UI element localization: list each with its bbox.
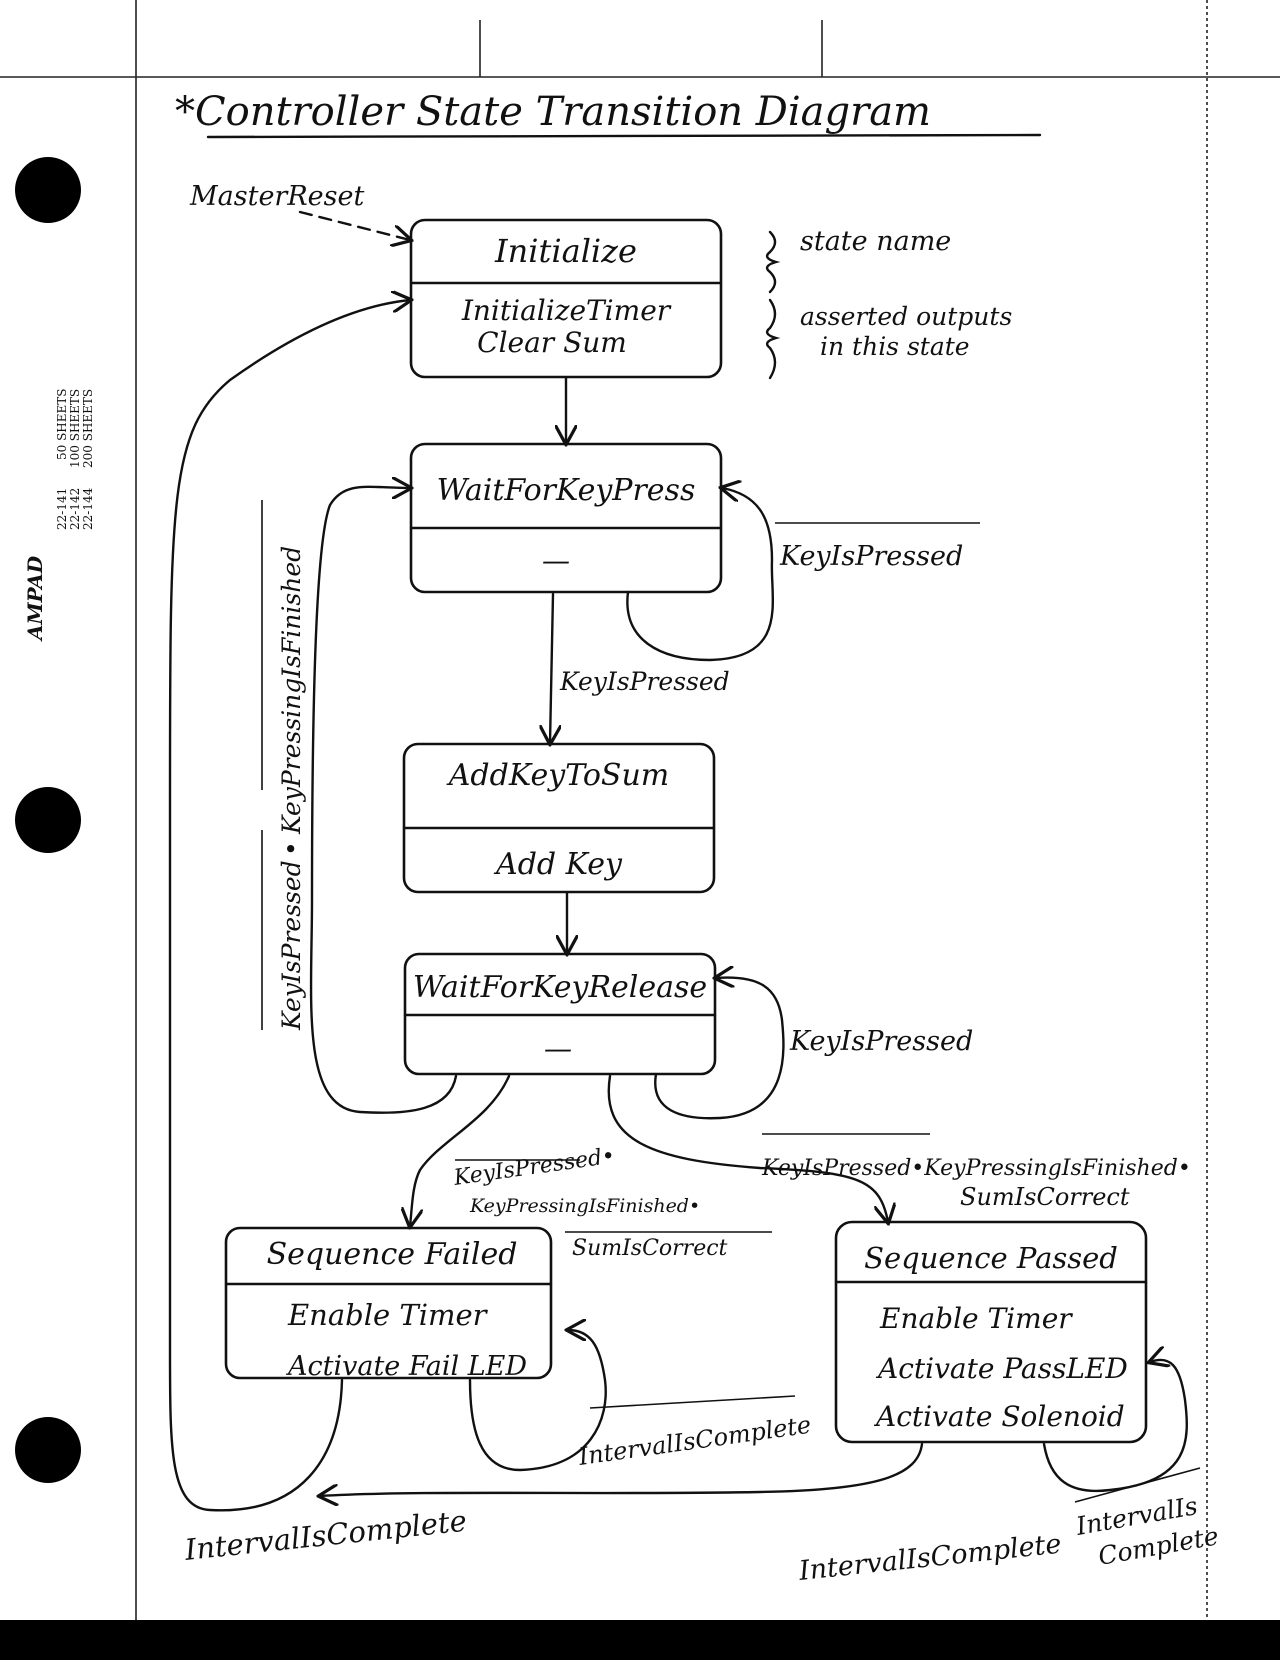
transition-passed-self	[1042, 1360, 1188, 1493]
state-output: Clear Sum	[477, 326, 627, 359]
page-bottom-shadow	[0, 1620, 1280, 1660]
state-output: —	[542, 544, 570, 577]
transition-wait-press-to-add	[550, 592, 553, 743]
state-name: WaitForKeyRelease	[413, 970, 707, 1005]
legend: state name asserted outputs in this stat…	[765, 226, 1012, 380]
entry-arrow	[298, 210, 410, 240]
transition-wait-release-self	[654, 978, 785, 1120]
pad-sheets: 200 SHEETS	[81, 389, 92, 468]
transition-label: KeyIsPressed	[789, 1026, 973, 1057]
state-output: —	[544, 1032, 572, 1065]
state-output: Add Key	[493, 847, 623, 882]
transition-label: KeyIsPressed	[779, 541, 963, 572]
pad-brand: AMPAD	[23, 555, 47, 642]
transition-wait-press-self	[626, 488, 775, 662]
state-add-key-to-sum: AddKeyToSum Add Key	[402, 742, 716, 894]
transition-passed-to-initialize	[320, 1442, 924, 1496]
legend-state-name: state name	[800, 226, 951, 257]
state-sequence-failed: Sequence Failed Enable Timer Activate Fa…	[224, 1226, 553, 1382]
pad-code: 22-141	[55, 488, 69, 530]
transition-label-group: KeyIsPressed • KeyPressingIsFinished	[277, 546, 306, 1031]
transition-label: IntervalIsComplete	[796, 1529, 1062, 1587]
transition-failed-to-initialize	[168, 300, 410, 1512]
state-sequence-passed: Sequence Passed Enable Timer Activate Pa…	[834, 1220, 1148, 1444]
pad-code: 22-142	[68, 488, 82, 530]
transition-wait-release-to-failed	[410, 1074, 511, 1226]
transition-wait-release-to-passed	[607, 1074, 888, 1222]
transition-label: KeyIsPressed•KeyPressingIsFinished•	[761, 1156, 1191, 1181]
legend-outputs-line2: in this state	[820, 332, 970, 361]
state-output: Enable Timer	[879, 1302, 1073, 1335]
transition-label: SumIsCorrect	[960, 1183, 1130, 1211]
state-name: Initialize	[494, 232, 637, 270]
state-wait-for-key-press: WaitForKeyPress —	[409, 442, 723, 594]
transition-label: KeyPressingIsFinished	[277, 546, 306, 835]
transition-label: IntervalIsComplete	[182, 1504, 468, 1568]
transition-label: IntervalIsComplete	[576, 1411, 813, 1471]
state-initialize: Initialize InitializeTimer Clear Sum	[409, 218, 723, 379]
pad-imprint: AMPAD 22-141 50 SHEETS 22-142 100 SHEETS…	[22, 350, 95, 650]
binder-hole	[15, 787, 81, 853]
transition-label: KeyPressingIsFinished•	[469, 1195, 700, 1217]
transition-failed-self	[468, 1330, 607, 1472]
state-output: Activate PassLED	[875, 1352, 1128, 1385]
transition-label: KeyIsPressed	[559, 667, 730, 696]
state-wait-for-key-release: WaitForKeyRelease —	[403, 952, 717, 1076]
pad-sheets: 100 SHEETS	[68, 389, 82, 468]
legend-outputs-line1: asserted outputs	[800, 302, 1012, 331]
state-output: InitializeTimer	[461, 294, 672, 327]
state-name: AddKeyToSum	[446, 758, 669, 793]
entry-label: MasterReset	[189, 181, 364, 212]
pad-code: 22-144	[81, 487, 92, 530]
transition-label: KeyIsPressed	[277, 860, 306, 1031]
state-output: Activate Fail LED	[285, 1351, 527, 1382]
transition-label: SumIsCorrect	[572, 1236, 728, 1261]
diagram-title: *Controller State Transition Diagram	[175, 89, 931, 135]
transition-label: •	[277, 841, 306, 856]
state-name: Sequence Failed	[267, 1237, 518, 1272]
state-name: WaitForKeyPress	[437, 473, 696, 508]
transition-label: KeyIsPressed•	[451, 1144, 616, 1191]
pad-sheets: 50 SHEETS	[55, 388, 69, 460]
binder-hole	[15, 1417, 81, 1483]
transition-wait-release-to-wait-press	[309, 487, 458, 1114]
state-output: Enable Timer	[287, 1298, 489, 1332]
state-output: Activate Solenoid	[873, 1400, 1125, 1433]
state-name: Sequence Passed	[864, 1241, 1118, 1275]
binder-hole	[15, 157, 81, 223]
